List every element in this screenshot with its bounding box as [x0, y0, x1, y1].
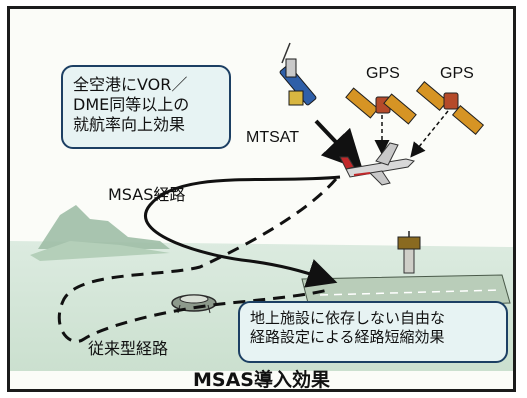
conventional-route-label: 従来型経路	[88, 339, 169, 358]
mtsat-signal-arrow	[314, 119, 364, 171]
callout-bottom: 地上施設に依存しない自由な 経路設定による経路短縮効果	[238, 301, 508, 363]
callout-bottom-line-1: 地上施設に依存しない自由な	[250, 309, 446, 327]
control-tower-icon	[397, 231, 421, 274]
conventional-route-line	[57, 178, 338, 343]
callout-top-line-1: 全空港にVOR／	[73, 75, 188, 94]
callout-top-line-2: DME同等以上の	[73, 95, 190, 114]
callout-top-line-3: 就航率向上効果	[73, 115, 186, 134]
msas-route-label: MSAS経路	[108, 185, 186, 204]
mtsat-satellite-icon	[279, 42, 317, 106]
callout-bottom-line-2: 経路設定による経路短縮効果	[250, 327, 445, 346]
runway-centerline	[319, 289, 501, 296]
mtsat-label: MTSAT	[246, 129, 300, 146]
aircraft-icon	[339, 142, 415, 186]
callout-top: 全空港にVOR／ DME同等以上の 就航率向上効果	[61, 65, 231, 149]
msas-route-line	[144, 175, 341, 288]
mountain-shadow	[30, 241, 170, 261]
gps-2-signal-line	[410, 110, 449, 158]
mountain-range	[38, 205, 170, 249]
gps-1-label: GPS	[366, 65, 400, 82]
gps-satellite-2-icon	[415, 81, 485, 135]
gps-satellite-1-icon	[345, 87, 417, 125]
diagram-frame: 全空港にVOR／ DME同等以上の 就航率向上効果 MTSAT GPS GPS …	[7, 6, 516, 392]
gps-2-label: GPS	[440, 65, 474, 82]
diagram-caption: MSAS導入効果	[193, 369, 330, 391]
